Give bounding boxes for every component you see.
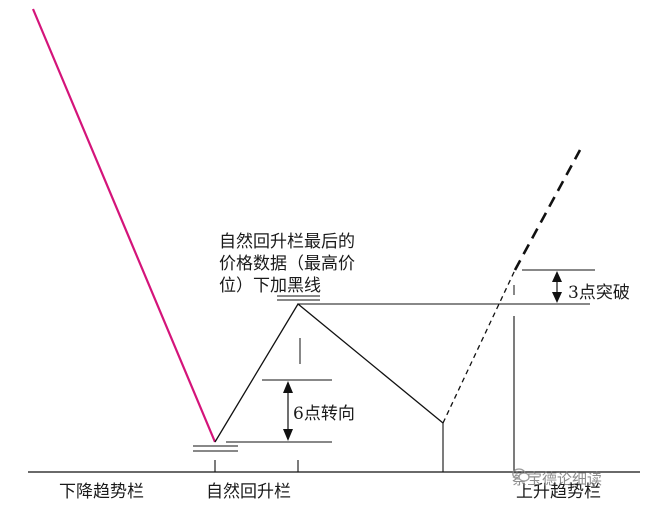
rally-top-note: 自然回升栏最后的 价格数据（最高价 位）下加黑线 [219, 231, 355, 297]
wechat-icon [512, 468, 530, 482]
uptrend-column-label: 上升趋势栏 [516, 482, 601, 502]
uptrend-dashed-long [513, 149, 582, 271]
reversal-arrow-head-up [283, 381, 293, 393]
downtrend-price-line [31, 8, 217, 443]
reversal-arrow-head-down [283, 429, 293, 441]
uptrend-dashed-short [442, 269, 516, 424]
rally-top-note-line-2: 价格数据（最高价 [219, 254, 355, 274]
breakout-arrow-head-down [552, 292, 562, 303]
natural-rally-column-label: 自然回升栏 [206, 482, 291, 502]
watermark: 蔡宝德论细读 [512, 468, 602, 489]
three-point-breakout-label: 3点突破 [568, 283, 630, 303]
watermark-text: 蔡宝德论细读 [512, 470, 603, 488]
downtrend-column-label: 下降趋势栏 [59, 482, 144, 502]
rally-top-note-line-1: 自然回升栏最后的 [219, 232, 355, 252]
six-point-reversal-label: 6点转向 [293, 404, 355, 424]
rally-top-note-line-3: 位）下加黑线 [219, 276, 321, 296]
breakout-arrow-head-up [552, 271, 562, 282]
